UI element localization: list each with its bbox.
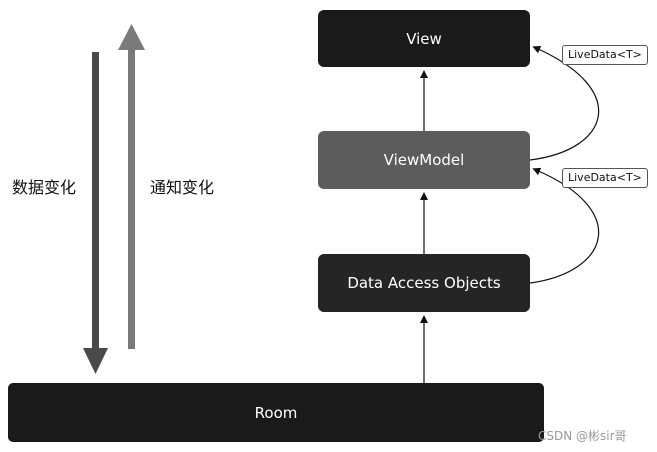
notify-change-label: 通知变化	[150, 178, 215, 197]
viewmodel-node-label: ViewModel	[383, 151, 465, 169]
livedata-tag-bottom: LiveData<T>	[562, 168, 648, 188]
data-change-label: 数据变化	[12, 178, 77, 197]
view-node: View	[318, 10, 530, 67]
watermark: CSDN @彬sir哥	[538, 429, 627, 443]
data-change-down-arrow	[83, 52, 108, 374]
viewmodel-node: ViewModel	[318, 131, 530, 189]
view-node-label: View	[406, 29, 442, 48]
notify-change-up-arrow	[118, 24, 145, 349]
room-node: Room	[8, 383, 544, 442]
dao-node: Data Access Objects	[318, 254, 530, 312]
livedata-tag-top: LiveData<T>	[562, 45, 648, 65]
room-node-label: Room	[254, 403, 298, 422]
dao-node-label: Data Access Objects	[347, 274, 501, 292]
